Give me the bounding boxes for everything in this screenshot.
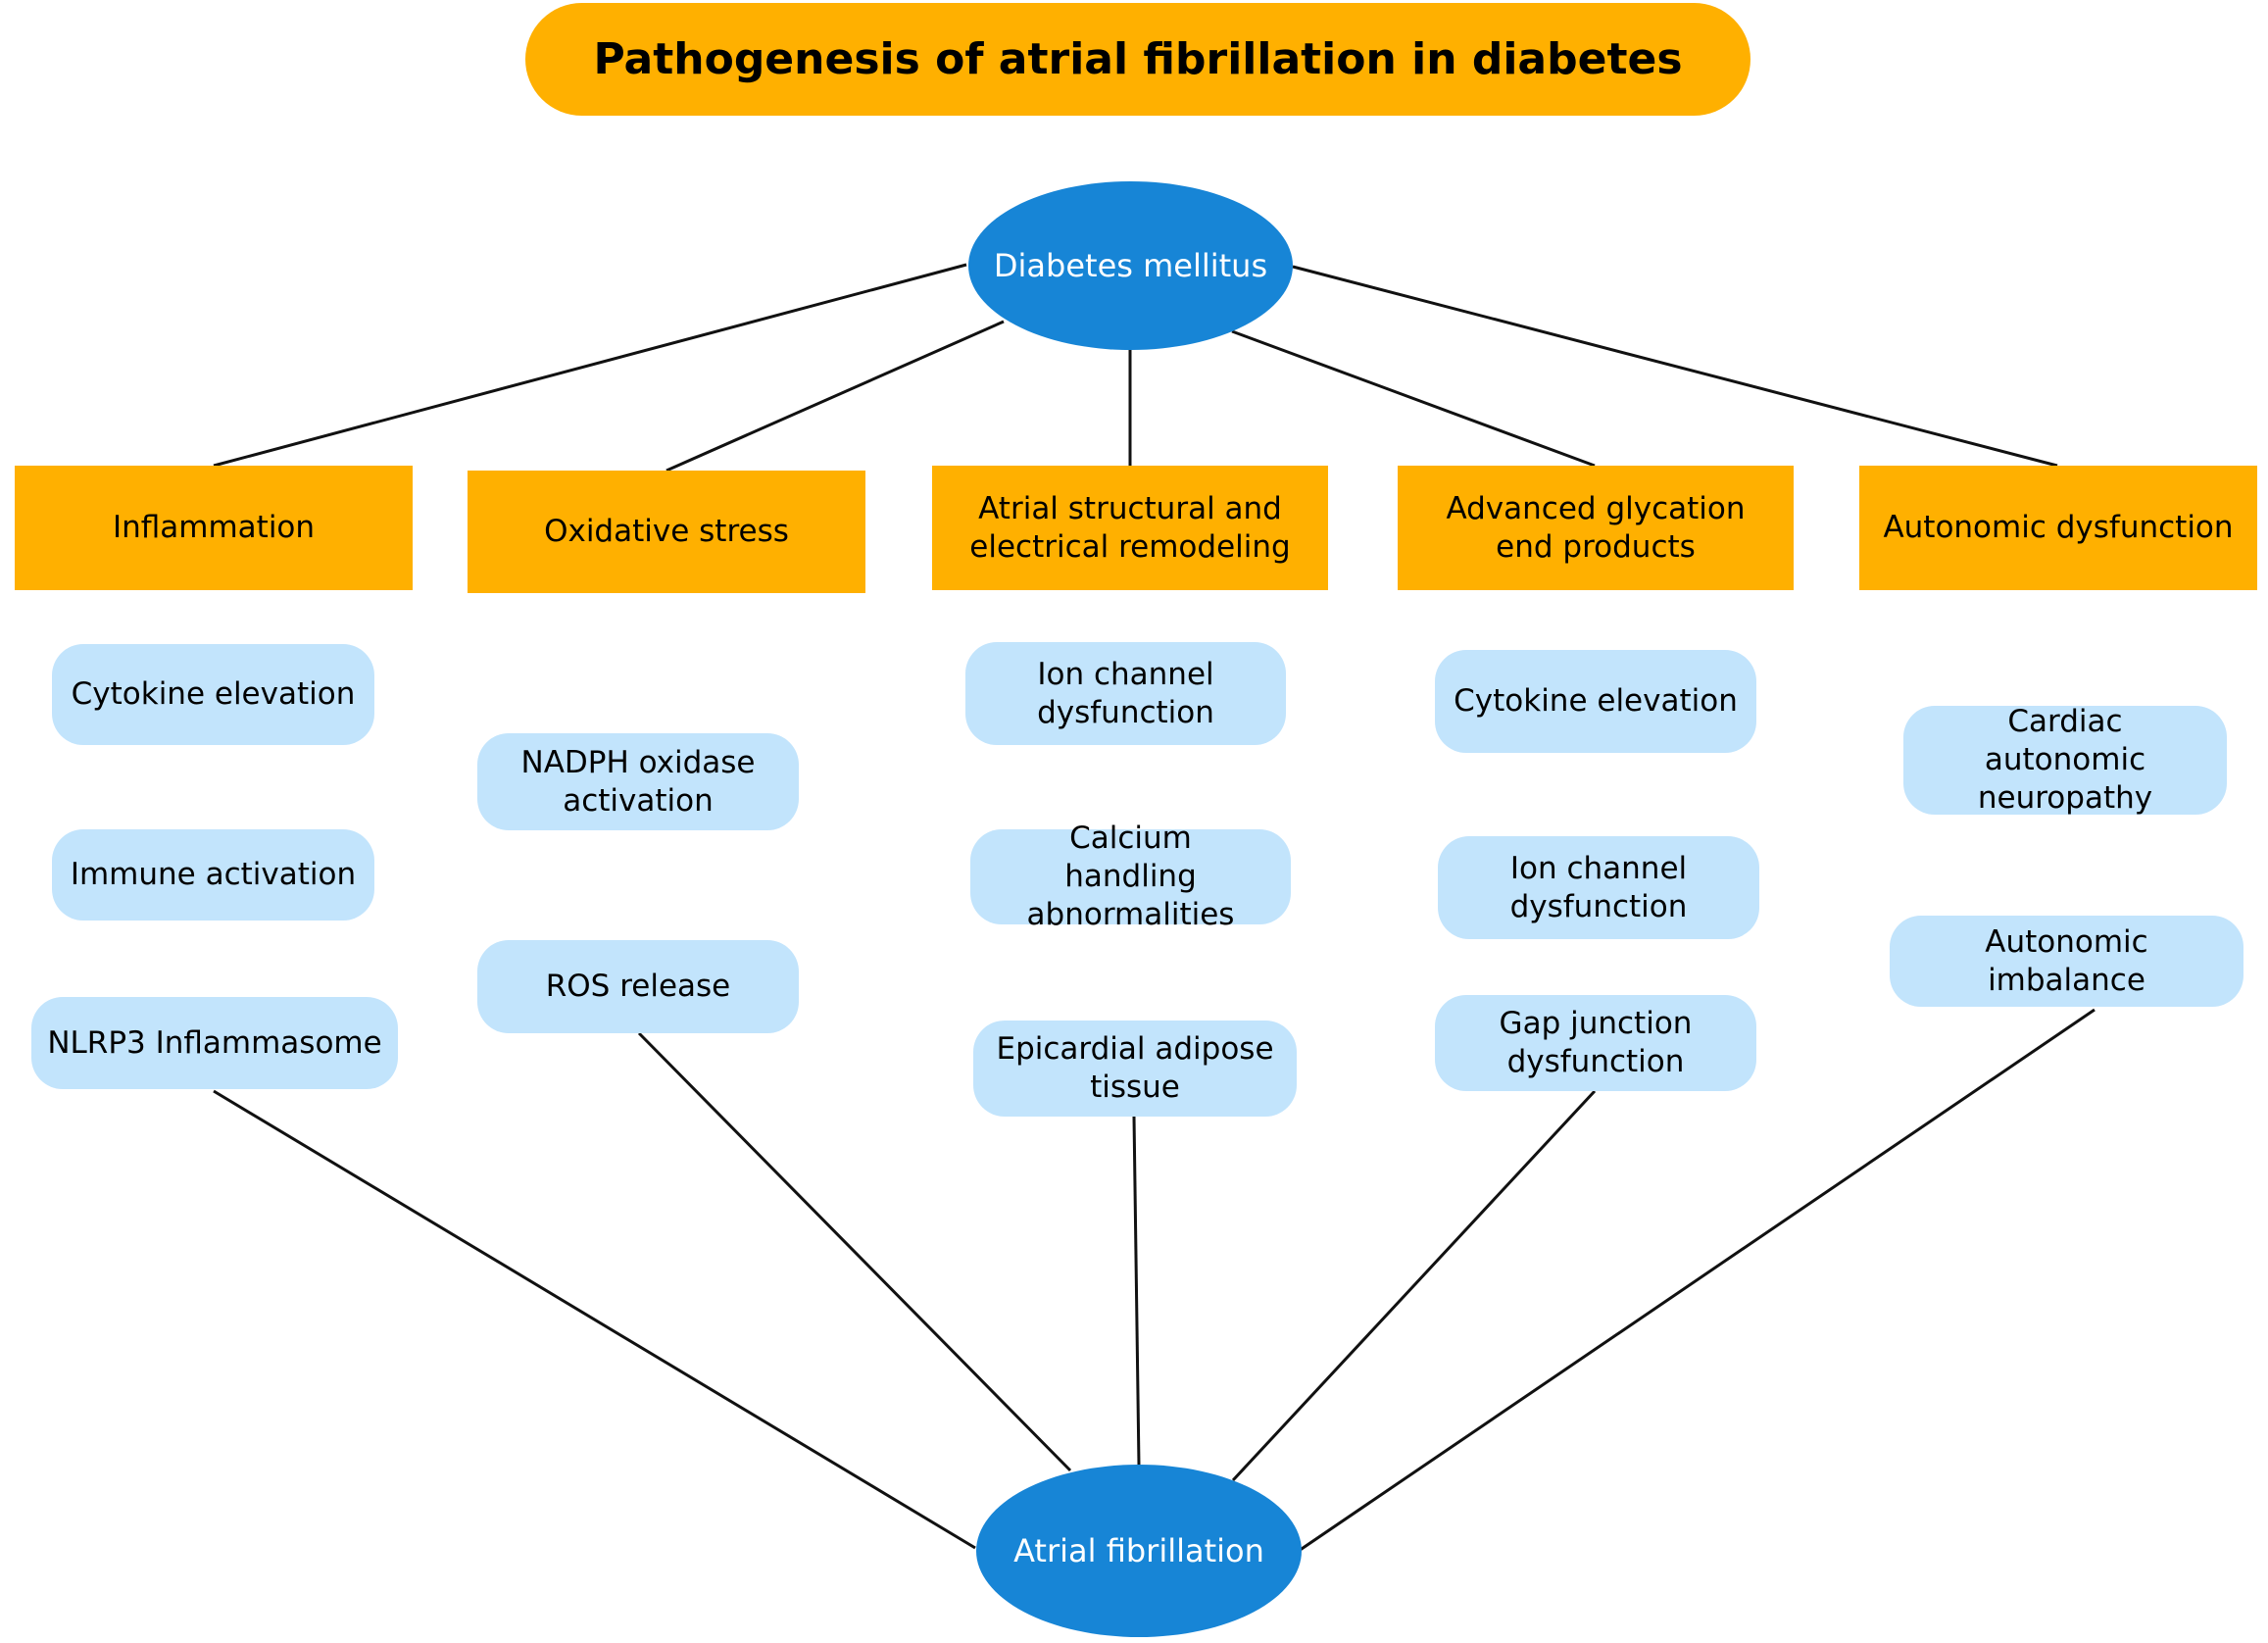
subitem-epicardial-adipose-tissue: Epicardial adipose tissue	[973, 1021, 1297, 1117]
subitem-immune-activation: Immune activation	[52, 829, 374, 921]
link-dm-oxidative-stress	[666, 320, 1005, 473]
diagram-title: Pathogenesis of atrial fibrillation in d…	[525, 3, 1750, 116]
link-dm-age	[1231, 329, 1596, 468]
subitem-ion-channel-dysfunction-age: Ion channel dysfunction	[1438, 836, 1759, 939]
link-autonomic-imbalance-af	[1298, 1008, 2095, 1553]
subitem-cytokine-elevation-age: Cytokine elevation	[1435, 650, 1756, 753]
subitem-nadph-oxidase-activation: NADPH oxidase activation	[477, 733, 799, 830]
category-oxidative-stress: Oxidative stress	[468, 471, 865, 593]
link-nlrp3-af	[213, 1089, 976, 1550]
link-dm-inflammation	[213, 263, 967, 468]
subitem-cytokine-elevation: Cytokine elevation	[52, 644, 374, 745]
category-inflammation: Inflammation	[15, 466, 413, 590]
category-autonomic-dysfunction: Autonomic dysfunction	[1859, 466, 2257, 590]
subitem-ros-release: ROS release	[477, 940, 799, 1033]
subitem-cardiac-autonomic-neuropathy: Cardiac autonomic neuropathy	[1903, 704, 2227, 816]
subitem-ion-channel-dysfunction: Ion channel dysfunction	[965, 642, 1286, 745]
category-advanced-glycation-end-products: Advanced glycation end products	[1398, 466, 1794, 590]
link-epicardial-af	[1132, 1116, 1141, 1467]
subitem-nlrp3-inflammasome: NLRP3 Inflammasome	[31, 997, 398, 1089]
link-gap-junction-af	[1231, 1089, 1597, 1482]
subitem-gap-junction-dysfunction: Gap junction dysfunction	[1435, 995, 1756, 1091]
node-diabetes-mellitus: Diabetes mellitus	[968, 181, 1293, 350]
link-ros-af	[637, 1031, 1072, 1472]
node-atrial-fibrillation: Atrial fibrillation	[976, 1465, 1302, 1637]
subitem-calcium-handling-abnormalities: Calcium handling abnormalities	[970, 821, 1291, 932]
category-structural-electrical-remodeling: Atrial structural and electrical remodel…	[932, 466, 1328, 590]
link-dm-autonomic	[1292, 265, 2058, 468]
subitem-autonomic-imbalance: Autonomic imbalance	[1890, 916, 2243, 1007]
